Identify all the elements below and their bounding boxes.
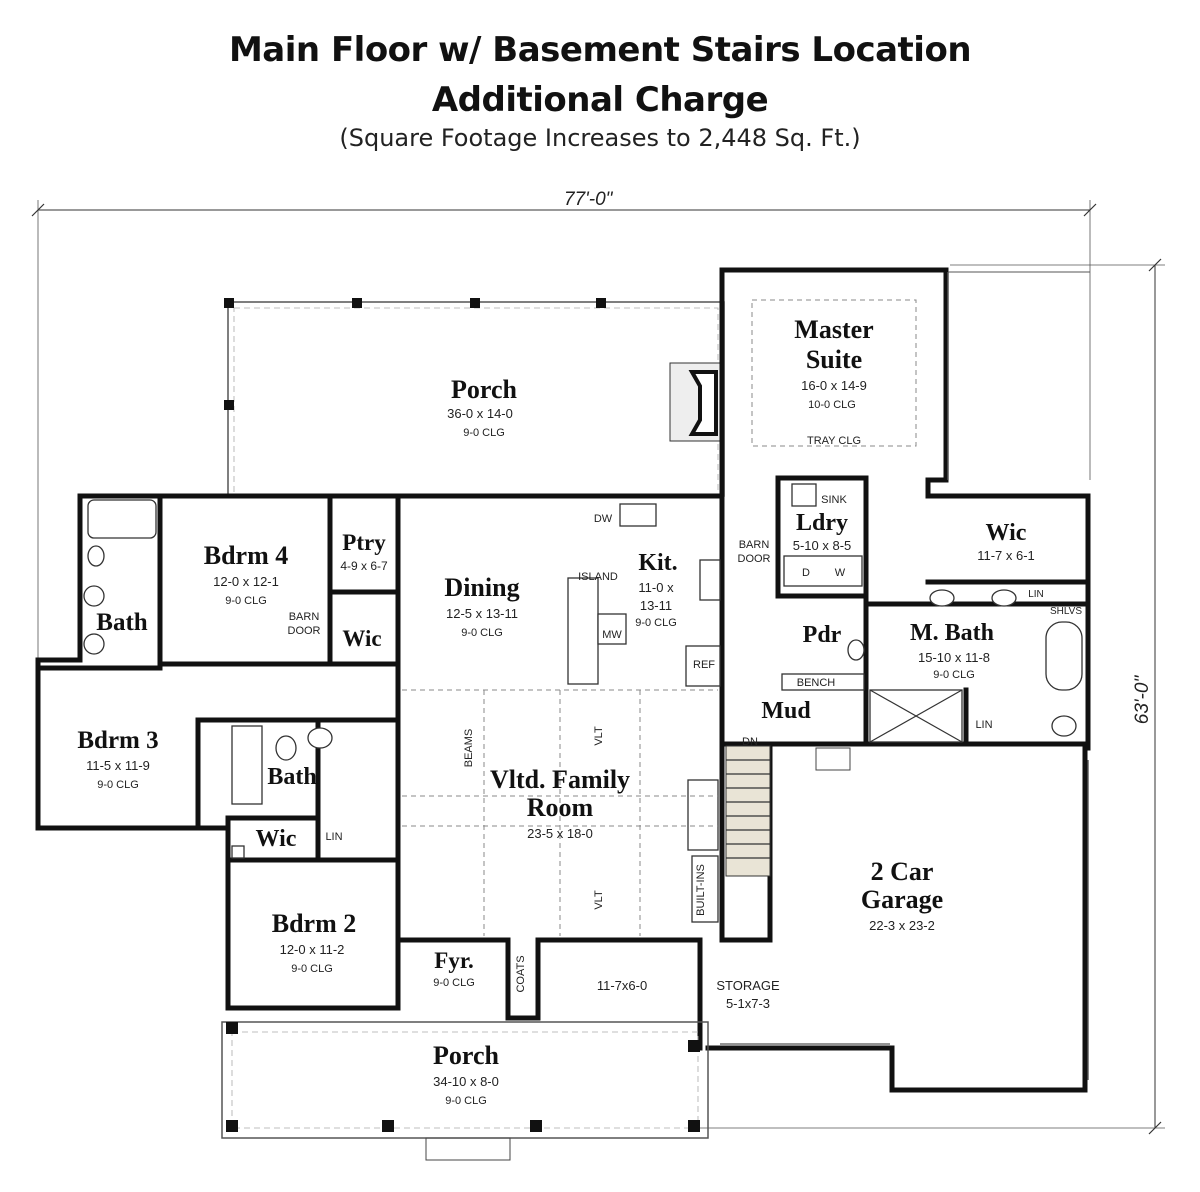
room-name-bath-b: Bath bbox=[267, 764, 316, 790]
room-name-fyr: Fyr. bbox=[434, 948, 473, 973]
front-porch-outline bbox=[221, 747, 851, 1161]
room-size-wic-b: 11-7 x 6-1 bbox=[977, 548, 1035, 563]
room-ceiling-dining: 9-0 CLG bbox=[461, 627, 503, 639]
depth-dimension: 63'-0" bbox=[1132, 675, 1153, 725]
room-name-kit: Kit. bbox=[638, 550, 677, 576]
label-dn: DN bbox=[742, 736, 758, 748]
room-name-porch-rear: Porch bbox=[451, 375, 517, 404]
room-size-office: 11-7x6-0 bbox=[597, 978, 647, 993]
label-mw: MW bbox=[602, 629, 622, 641]
room-size-bdrm3: 11-5 x 11-9 bbox=[86, 758, 150, 773]
room-name-porch-front: Porch bbox=[433, 1041, 499, 1070]
garage-trim bbox=[720, 760, 1089, 1080]
width-dimension: 77'-0" bbox=[564, 189, 614, 210]
title-line-1: Main Floor w/ Basement Stairs Location bbox=[228, 30, 972, 70]
room-name-mbath: M. Bath bbox=[910, 620, 994, 646]
room-size-master: 16-0 x 14-9 bbox=[801, 378, 867, 393]
room-size-mbath: 15-10 x 11-8 bbox=[918, 650, 990, 665]
room-size-porch-front: 34-10 x 8-0 bbox=[433, 1074, 499, 1089]
room-name-garage-1: 2 Car bbox=[871, 857, 934, 886]
room-name-bdrm4: Bdrm 4 bbox=[204, 541, 289, 570]
label-barn-door-3: BARN bbox=[289, 611, 320, 623]
room-name-garage-2: Garage bbox=[861, 885, 943, 914]
room-name-dining: Dining bbox=[444, 573, 519, 602]
dimension-lines bbox=[31, 200, 1165, 1135]
room-name-wic-b: Wic bbox=[986, 520, 1027, 546]
label-beams: BEAMS bbox=[463, 729, 475, 768]
label-lin-c: LIN bbox=[325, 831, 342, 843]
room-name-bdrm2: Bdrm 2 bbox=[272, 909, 357, 938]
room-name-master-1: Master bbox=[794, 315, 873, 344]
label-vlt-bottom: VLT bbox=[593, 890, 605, 910]
title-line-2: Additional Charge bbox=[431, 80, 769, 120]
room-size-storage: 5-1x7-3 bbox=[726, 996, 770, 1011]
label-lin-a: LIN bbox=[1028, 589, 1044, 600]
room-size-family: 23-5 x 18-0 bbox=[527, 826, 593, 841]
master-suite-walls bbox=[719, 267, 1090, 499]
label-ref: REF bbox=[693, 659, 715, 671]
room-name-bath-a: Bath bbox=[96, 609, 148, 636]
room-ceiling-kit: 9-0 CLG bbox=[635, 617, 677, 629]
label-builtins: BUILT-INS bbox=[695, 864, 707, 916]
room-size-kit-2: 13-11 bbox=[640, 598, 672, 613]
ceiling-beams bbox=[402, 689, 718, 936]
room-ceiling-bdrm3: 9-0 CLG bbox=[97, 779, 139, 791]
label-coats: COATS bbox=[515, 955, 527, 992]
room-size-kit-1: 11-0 x bbox=[638, 580, 674, 595]
label-barn-door-1: BARN bbox=[739, 539, 770, 551]
tray-ceiling-note: TRAY CLG bbox=[807, 435, 861, 447]
room-name-family-2: Room bbox=[527, 793, 594, 822]
room-ceiling-bdrm4: 9-0 CLG bbox=[225, 595, 267, 607]
basement-stairs bbox=[725, 745, 771, 877]
room-name-wic-c: Wic bbox=[256, 826, 297, 852]
label-sink: SINK bbox=[821, 494, 847, 506]
room-size-bdrm2: 12-0 x 11-2 bbox=[280, 942, 345, 957]
label-dw: DW bbox=[594, 513, 613, 525]
label-barn-door-4: DOOR bbox=[288, 625, 321, 637]
house-walls bbox=[35, 475, 1091, 1093]
label-dryer: D bbox=[802, 567, 810, 579]
room-name-master-2: Suite bbox=[806, 345, 862, 374]
room-size-bdrm4: 12-0 x 12-1 bbox=[213, 574, 279, 589]
room-name-wic-a: Wic bbox=[342, 626, 381, 651]
room-name-mud: Mud bbox=[761, 698, 811, 724]
label-lin-b: LIN bbox=[975, 719, 992, 731]
room-ceiling-bdrm2: 9-0 CLG bbox=[291, 963, 333, 975]
room-size-porch-rear: 36-0 x 14-0 bbox=[447, 406, 513, 421]
room-ceiling-mbath: 9-0 CLG bbox=[933, 669, 975, 681]
room-size-ldry: 5-10 x 8-5 bbox=[793, 538, 852, 553]
room-size-garage: 22-3 x 23-2 bbox=[869, 918, 935, 933]
label-island: ISLAND bbox=[578, 571, 618, 583]
room-ceiling-porch-front: 9-0 CLG bbox=[445, 1095, 487, 1107]
room-name-family-1: Vltd. Family bbox=[490, 765, 630, 794]
label-vlt-top: VLT bbox=[593, 726, 605, 746]
room-name-pdr: Pdr bbox=[803, 622, 842, 648]
room-ceiling-porch-rear: 9-0 CLG bbox=[463, 427, 505, 439]
room-name-ptry: Ptry bbox=[342, 530, 386, 555]
room-name-storage: STORAGE bbox=[716, 978, 780, 993]
room-size-ptry: 4-9 x 6-7 bbox=[340, 559, 388, 573]
room-ceiling-fyr: 9-0 CLG bbox=[433, 977, 475, 989]
room-size-dining: 12-5 x 13-11 bbox=[446, 606, 518, 621]
room-name-ldry: Ldry bbox=[796, 510, 848, 536]
label-barn-door-2: DOOR bbox=[738, 553, 771, 565]
room-name-bdrm3: Bdrm 3 bbox=[77, 727, 158, 754]
label-bench: BENCH bbox=[797, 677, 836, 689]
fixtures bbox=[83, 483, 1083, 923]
label-washer: W bbox=[835, 567, 846, 579]
label-shlvs: SHLVS bbox=[1050, 606, 1082, 617]
room-ceiling-master: 10-0 CLG bbox=[808, 399, 856, 411]
subtitle: (Square Footage Increases to 2,448 Sq. F… bbox=[339, 124, 861, 152]
